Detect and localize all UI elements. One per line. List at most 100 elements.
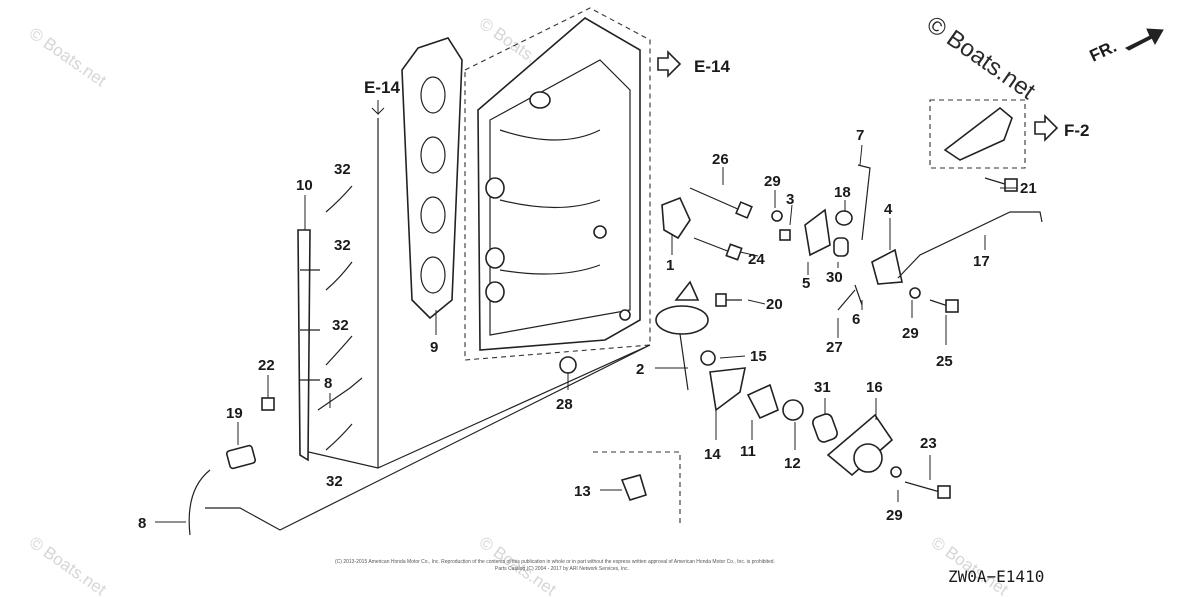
callout-3: 3	[786, 191, 794, 208]
callout-29-right: 29	[902, 325, 919, 342]
bolt-part-3	[779, 229, 791, 241]
ref-label-e14-left: E-14	[364, 78, 400, 97]
callout-32-b: 32	[334, 237, 351, 254]
callout-23: 23	[920, 435, 937, 452]
callout-18: 18	[834, 184, 851, 201]
watermark-bottom-left: © Boats.net	[26, 533, 110, 597]
rod-part-7	[857, 164, 871, 241]
diagram-code: ZW0A−E1410	[948, 567, 1044, 586]
spring-part-15	[700, 350, 716, 366]
callout-4: 4	[884, 201, 893, 218]
ref-arrow-icon-e14-left	[371, 100, 385, 116]
watermark-main: © Boats.net	[922, 11, 1041, 105]
bolt-part-25	[929, 299, 959, 313]
callout-24: 24	[748, 251, 765, 268]
copyright-line-1: (C) 2013-2015 American Honda Motor Co., …	[335, 559, 775, 565]
bolt-part-23	[904, 481, 951, 499]
fuel-filter-part-19	[225, 444, 257, 470]
ref-label-e14-right: E-14	[694, 57, 730, 76]
assembly-frame-lines	[299, 118, 651, 469]
callout-30: 30	[826, 269, 843, 286]
callout-7: 7	[856, 127, 864, 144]
bolt-part-27	[837, 289, 856, 311]
callout-32-d: 32	[326, 473, 343, 490]
collar-part-31	[812, 413, 838, 443]
watermark-bottom-right: © Boats.net	[928, 533, 1012, 597]
rod-part-17	[897, 211, 1043, 279]
callout-10: 10	[296, 177, 313, 194]
lever-part-11	[746, 383, 779, 420]
callout-31: 31	[814, 379, 831, 396]
ref-label-f2: F-2	[1064, 121, 1090, 140]
leader-lines	[155, 144, 1017, 523]
pulley-part-16	[826, 413, 894, 477]
bracket-part-1	[661, 196, 691, 240]
f2-group-outline	[929, 99, 1026, 169]
callout-29-top: 29	[764, 173, 781, 190]
callout-32-a: 32	[334, 161, 351, 178]
callout-25: 25	[936, 353, 953, 370]
callout-29-lower: 29	[886, 507, 903, 524]
front-direction-label: FR.	[1087, 37, 1120, 66]
hose-clips-32	[325, 185, 353, 451]
spring-part-12	[782, 399, 804, 421]
washer-part-29-top	[771, 210, 783, 222]
callout-11: 11	[740, 443, 756, 460]
callout-9: 9	[430, 339, 438, 356]
callout-13: 13	[574, 483, 591, 500]
intake-manifold	[477, 17, 641, 351]
callout-1: 1	[666, 257, 674, 274]
callout-5: 5	[802, 275, 810, 292]
callout-28: 28	[556, 396, 573, 413]
watermark-top-left: © Boats.net	[26, 24, 110, 91]
fuel-hose-part-8	[188, 469, 211, 536]
washer-part-29-right	[909, 287, 921, 299]
callout-6: 6	[852, 311, 860, 328]
lever-part-5	[804, 208, 831, 257]
part-callouts: 26 29 3 7 18 4 21 17 24 5 30 1 20 2 15 2…	[138, 127, 1037, 532]
diaphragm-part-2	[655, 280, 709, 391]
spring-part-6	[854, 284, 863, 306]
bolt-part-26	[689, 187, 753, 219]
callout-20: 20	[766, 296, 783, 313]
reference-arrows	[371, 50, 1059, 142]
sub-assembly-outline	[593, 451, 681, 525]
bolt-part-22	[261, 397, 275, 411]
bottom-frame-line	[205, 344, 651, 531]
clamp-part-13	[620, 474, 647, 501]
callout-32-c: 32	[332, 317, 349, 334]
copyright-line-2: Parts Catalog (C) 2004 - 2017 by ARI Net…	[495, 566, 629, 572]
ref-arrow-icon-e14-right	[657, 50, 682, 78]
callout-17: 17	[973, 253, 990, 270]
lever-part-4	[871, 248, 903, 285]
callout-22: 22	[258, 357, 275, 374]
bolt-part-21	[984, 177, 1018, 192]
callout-21: 21	[1020, 180, 1037, 197]
fuel-tube-part-10	[297, 229, 320, 462]
gasket-part-9	[401, 37, 463, 320]
collar-part-30	[833, 237, 849, 257]
callout-15: 15	[750, 348, 767, 365]
front-arrow-icon	[1125, 28, 1164, 51]
lever-part-14	[709, 367, 747, 412]
callout-16: 16	[866, 379, 883, 396]
hose-part-8-upper	[317, 377, 363, 411]
callout-8-upper: 8	[324, 375, 332, 392]
front-direction-indicator: FR.	[1087, 28, 1164, 66]
callout-12: 12	[784, 455, 801, 472]
intake-manifold-outline	[464, 7, 651, 361]
callout-8-lower: 8	[138, 515, 146, 532]
washer-part-29-lower	[890, 466, 902, 478]
nut-part-28	[559, 356, 577, 374]
callout-27: 27	[826, 339, 843, 356]
clip-part-18	[835, 210, 853, 226]
bolt-part-20	[715, 293, 742, 307]
bolt-part-24	[693, 237, 743, 261]
callout-26: 26	[712, 151, 729, 168]
callout-2: 2	[636, 361, 644, 378]
bracket-part-f2	[943, 106, 1013, 161]
callout-14: 14	[704, 446, 721, 463]
ref-arrow-icon-f2	[1034, 114, 1059, 142]
callout-19: 19	[226, 405, 243, 422]
